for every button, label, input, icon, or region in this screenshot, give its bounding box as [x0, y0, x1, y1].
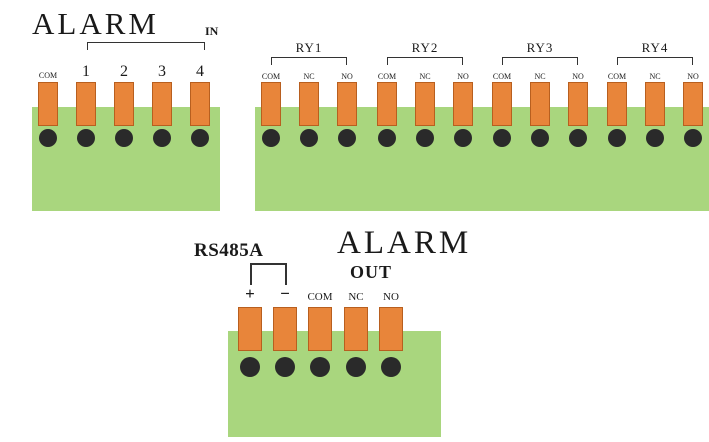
- relay-bracket: [617, 57, 693, 65]
- terminal-pin: [377, 82, 397, 126]
- screw-hole: [310, 357, 330, 377]
- relay-terminal-label: NC: [649, 72, 661, 81]
- terminal-pin: [152, 82, 172, 126]
- screw-hole: [262, 129, 280, 147]
- rs485-bracket-stem-right: [285, 263, 287, 285]
- alarm-in-title: ALARM: [32, 6, 159, 41]
- terminal-pin: [415, 82, 435, 126]
- terminal-pin: [337, 82, 357, 126]
- screw-hole: [275, 357, 295, 377]
- relay-terminal-label: NO: [572, 72, 584, 81]
- relay-terminal-label: NO: [341, 72, 353, 81]
- alarm-in-label: 3: [158, 63, 166, 80]
- terminal-pin: [299, 82, 319, 126]
- terminal-pin: [379, 307, 403, 351]
- screw-hole: [416, 129, 434, 147]
- terminal-pin: [453, 82, 473, 126]
- terminal-pin: [344, 307, 368, 351]
- relay-name: RY1: [295, 40, 323, 55]
- terminal-pin: [607, 82, 627, 126]
- relay-terminal-label: NC: [303, 72, 315, 81]
- relay-terminal-label: NO: [687, 72, 699, 81]
- terminal-pin: [568, 82, 588, 126]
- relay-terminal-label: NO: [457, 72, 469, 81]
- rs485-bracket-stem-left: [250, 263, 252, 285]
- alarm-in-suffix: IN: [205, 24, 219, 38]
- terminal-pin: [261, 82, 281, 126]
- screw-hole: [153, 129, 171, 147]
- screw-hole: [300, 129, 318, 147]
- alarm-in-label: COM: [38, 71, 58, 80]
- relay-terminal-label: COM: [492, 72, 512, 81]
- relay-terminal-block: [255, 107, 709, 211]
- relay-terminal-label: NC: [419, 72, 431, 81]
- screw-hole: [646, 129, 664, 147]
- terminal-pin: [492, 82, 512, 126]
- relay-name: RY2: [411, 40, 439, 55]
- rs485-label: RS485A: [194, 240, 264, 261]
- screw-hole: [240, 357, 260, 377]
- alarm-in-label: 2: [120, 63, 128, 80]
- alarm-out-terminal-block: [228, 331, 441, 437]
- relay-bracket: [502, 57, 578, 65]
- screw-hole: [381, 357, 401, 377]
- alarm-out-label: NO: [383, 291, 399, 303]
- terminal-pin: [530, 82, 550, 126]
- relay-name: RY4: [641, 40, 669, 55]
- alarm-in-bracket: [87, 42, 205, 50]
- terminal-pin: [308, 307, 332, 351]
- alarm-out-label: −: [280, 284, 290, 303]
- terminal-pin: [114, 82, 134, 126]
- relay-bracket: [387, 57, 463, 65]
- screw-hole: [608, 129, 626, 147]
- terminal-pin: [273, 307, 297, 351]
- alarm-out-title: ALARM: [337, 225, 472, 261]
- screw-hole: [531, 129, 549, 147]
- screw-hole: [684, 129, 702, 147]
- screw-hole: [569, 129, 587, 147]
- relay-name: RY3: [526, 40, 554, 55]
- relay-terminal-label: COM: [607, 72, 627, 81]
- screw-hole: [77, 129, 95, 147]
- terminal-pin: [38, 82, 58, 126]
- terminal-pin: [683, 82, 703, 126]
- terminal-pin: [238, 307, 262, 351]
- screw-hole: [378, 129, 396, 147]
- screw-hole: [454, 129, 472, 147]
- alarm-in-label: 4: [196, 63, 204, 80]
- relay-bracket: [271, 57, 347, 65]
- alarm-out-label: COM: [307, 291, 333, 303]
- rs485-bracket-bar: [250, 263, 286, 265]
- screw-hole: [115, 129, 133, 147]
- alarm-out-label: NC: [348, 291, 364, 303]
- screw-hole: [39, 129, 57, 147]
- terminal-pin: [645, 82, 665, 126]
- alarm-in-label: 1: [82, 63, 90, 80]
- screw-hole: [346, 357, 366, 377]
- screw-hole: [493, 129, 511, 147]
- alarm-out-subtitle: OUT: [350, 262, 393, 282]
- screw-hole: [191, 129, 209, 147]
- terminal-pin: [190, 82, 210, 126]
- terminal-pin: [76, 82, 96, 126]
- screw-hole: [338, 129, 356, 147]
- relay-terminal-label: COM: [261, 72, 281, 81]
- alarm-out-label: +: [245, 284, 255, 303]
- relay-terminal-label: COM: [377, 72, 397, 81]
- relay-terminal-label: NC: [534, 72, 546, 81]
